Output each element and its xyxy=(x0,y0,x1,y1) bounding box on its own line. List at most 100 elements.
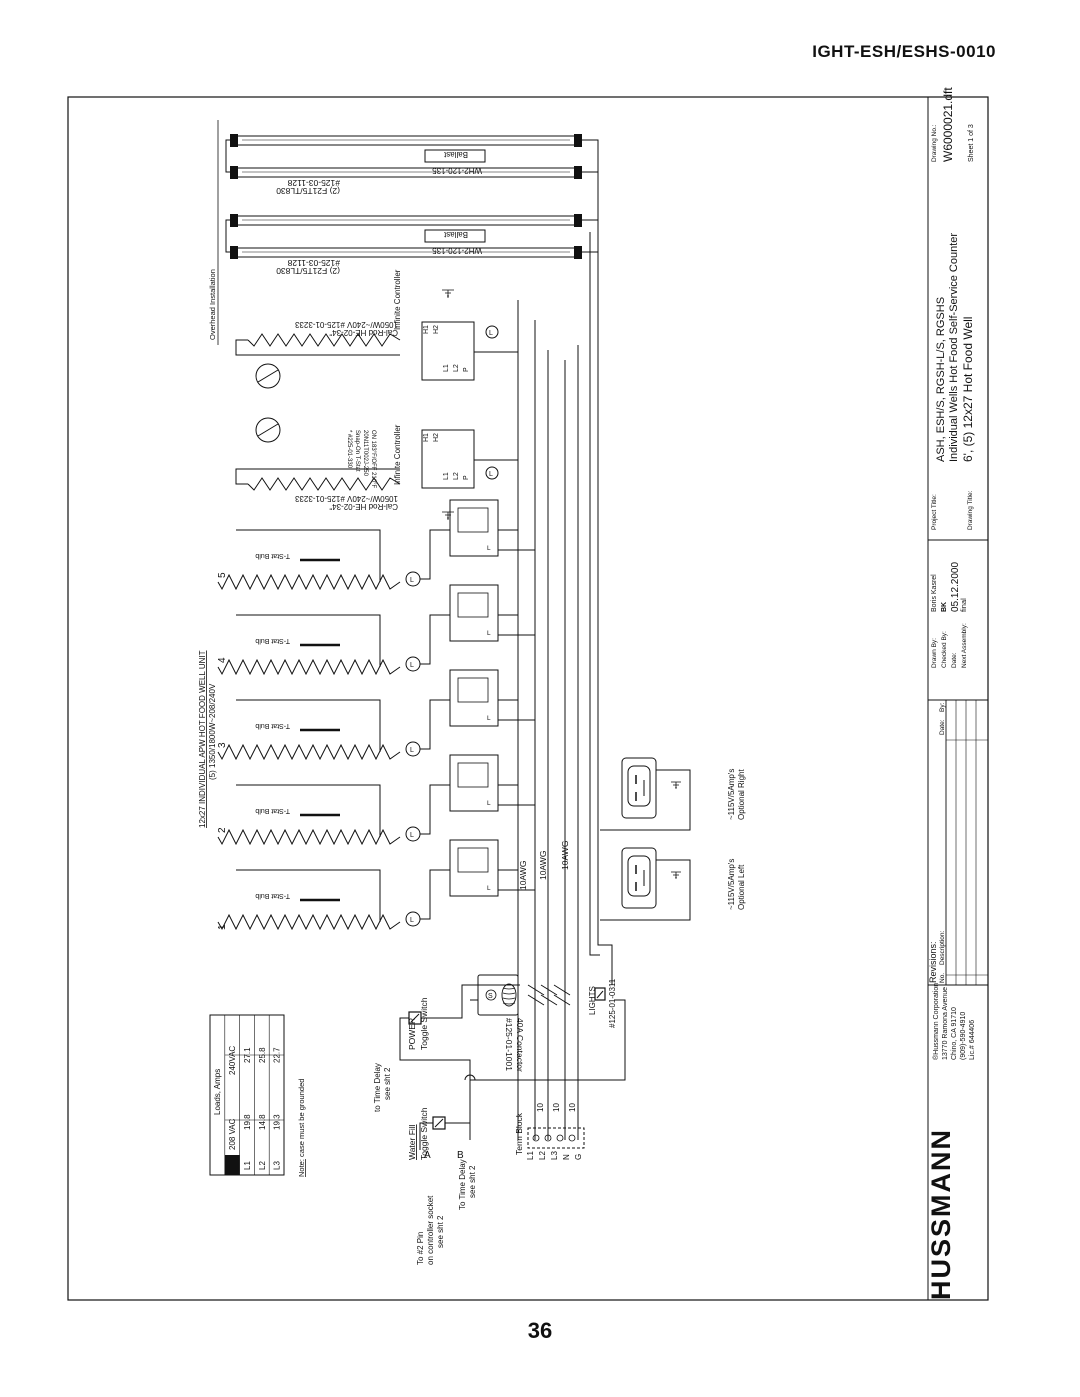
page-number: 36 xyxy=(527,1318,553,1343)
table-cell: 22.7 xyxy=(273,1047,282,1063)
lamp-part: #125-03-1128 xyxy=(287,258,340,268)
receptacle-name: Optional Right xyxy=(737,769,746,820)
lamp-end xyxy=(574,134,582,147)
controller-terminal: H2 xyxy=(433,433,440,442)
drawing-title-label: Drawing Title: xyxy=(967,490,974,530)
well-wire xyxy=(420,699,450,750)
drawing-number: W6000021.dft xyxy=(941,87,955,162)
tstat-bulb-label: T-Stat Bulb xyxy=(255,807,290,814)
well-heater-element xyxy=(217,828,401,846)
project-title-label: Project Title: xyxy=(931,494,938,530)
well-terminal: L xyxy=(487,545,491,552)
ballast-part: WH2-120-135 xyxy=(432,246,482,255)
well-pilot-label: L xyxy=(410,747,414,754)
term-label: L3 xyxy=(550,1151,559,1160)
term-label: N xyxy=(562,1154,571,1160)
well-wire xyxy=(420,614,450,665)
term-screw xyxy=(556,1134,564,1142)
controller-terminal: L2 xyxy=(453,472,460,480)
term-label: G xyxy=(574,1154,583,1160)
revision-col-no: No. xyxy=(939,973,946,983)
heater-part: Cal-Rod HE-02-34" xyxy=(329,502,398,511)
well-switch xyxy=(457,592,489,618)
drawing-title: 6', (5) 12x27 Hot Food Well xyxy=(961,317,975,462)
company-address-line: (909)-590-4910 xyxy=(960,1012,967,1060)
receptacle-wire xyxy=(600,859,691,921)
well-number: 4 xyxy=(217,657,228,663)
well-controller xyxy=(449,754,499,812)
well-wire xyxy=(236,529,381,582)
well-wire xyxy=(420,529,450,580)
well-terminal: L xyxy=(487,800,491,807)
pin-note: see sht 2 xyxy=(436,1215,445,1248)
term-block-title: Term Block xyxy=(514,1112,524,1155)
heater-element xyxy=(247,333,401,347)
heater-element xyxy=(247,477,401,491)
wells-subtitle: (5) 1350/1800W~208/240V xyxy=(208,683,217,780)
lamp-spec: (2) F21T5/TL830 xyxy=(276,266,340,276)
term-wire-size: 10 xyxy=(536,1103,545,1112)
controller-terminal: P xyxy=(463,367,470,372)
tstat-symbol xyxy=(255,417,281,443)
well-terminal: L xyxy=(487,715,491,722)
date-value: 05.12.2000 xyxy=(950,562,961,612)
well-number: 1 xyxy=(217,924,228,930)
power-label: POWER xyxy=(407,1018,417,1050)
controller-label: Infinite Controller xyxy=(393,269,402,330)
well-number: 2 xyxy=(217,827,228,833)
well-wire xyxy=(420,784,450,835)
water-fill-switch: Water Fill Toggle Switch xyxy=(407,999,626,1160)
ballast-part: WH2-120-135 xyxy=(432,166,482,175)
pin-note: To #2 Pin xyxy=(416,1232,425,1265)
well-terminal: L xyxy=(487,885,491,892)
company-address-line: Lic.# 644406 xyxy=(969,1020,976,1060)
table-cell: L2 xyxy=(258,1161,267,1170)
lamp-wire xyxy=(225,219,230,253)
receptacle-outline xyxy=(621,757,657,819)
sheet-number: Sheet 1 of 3 xyxy=(968,124,975,162)
controller-terminal: H1 xyxy=(423,325,430,334)
well-heater-element xyxy=(217,573,401,591)
well-heater-element xyxy=(217,658,401,676)
infinite-controller xyxy=(421,429,475,489)
table-cell: 27.1 xyxy=(243,1047,252,1063)
contactor-rating: 40A Contactor xyxy=(515,1018,525,1072)
company-address-line: ®Hussmann Corporation xyxy=(932,983,940,1060)
ballast-label: Ballast xyxy=(443,230,468,239)
pin-note: on controller socket xyxy=(426,1195,435,1265)
well-number: 5 xyxy=(217,572,228,578)
heater-wire xyxy=(235,339,400,356)
tstat-note-line: Snap-On T-Stat xyxy=(354,430,360,472)
table-title: Loads, Amps xyxy=(213,1069,222,1115)
lamp-tube xyxy=(235,215,577,226)
well-heater-element xyxy=(217,913,401,931)
project-title: ASH, ESH/S, RGSH-L/S, RGSHS xyxy=(935,297,947,462)
controller-terminal: L1 xyxy=(443,472,450,480)
lamp-end xyxy=(230,214,238,227)
drawing-no-label: Drawing No.: xyxy=(931,124,938,162)
tstat-note-line: * #225-01-330 xyxy=(346,430,352,469)
well-switch xyxy=(457,507,489,533)
ballast-label: Ballast xyxy=(443,150,468,159)
tstat-bulb-label: T-Stat Bulb xyxy=(255,722,290,729)
table-border xyxy=(209,1014,285,1176)
ground-symbol xyxy=(442,289,454,298)
time-delay-note: to Time Delay xyxy=(373,1063,382,1112)
switch-point-a: A xyxy=(424,1150,431,1161)
ground-symbol xyxy=(671,781,681,789)
company-address-line: Chino, CA 91710 xyxy=(951,1007,958,1060)
lamp-spec: (2) F21T5/TL830 xyxy=(276,186,340,196)
overhead-installation-label: Overhead Installation xyxy=(208,269,217,340)
tstat-slash xyxy=(257,423,279,437)
contactor: S #125-01-1001 40A Contactor xyxy=(470,974,571,1072)
tstat-symbol xyxy=(255,363,281,389)
revisions-title: Revisions: xyxy=(928,941,938,983)
wire-label: 10AWG xyxy=(518,861,528,890)
lamp-end xyxy=(230,166,238,179)
heater-part: Cal-Rod HE-02-34" xyxy=(329,328,398,337)
switch-point-b: B xyxy=(457,1150,464,1161)
